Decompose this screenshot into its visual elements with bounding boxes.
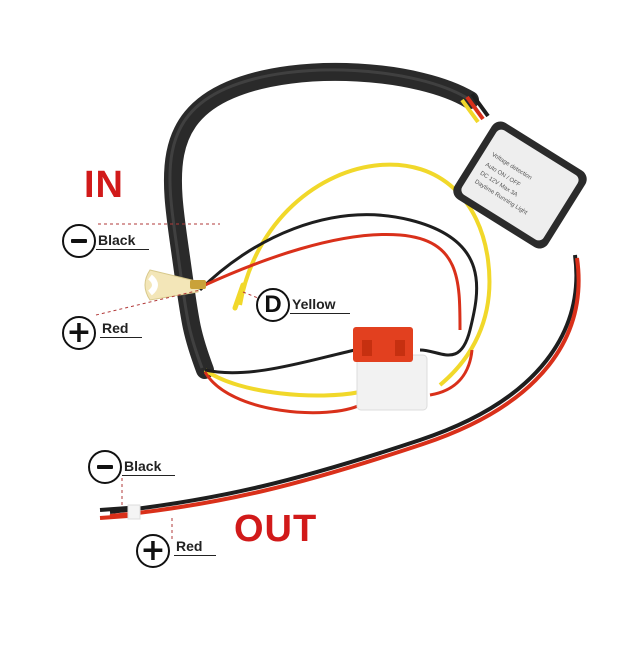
plus-icon: +	[136, 534, 170, 568]
in-red-label: Red	[100, 320, 143, 338]
out-title: OUT	[234, 508, 318, 550]
out-black-label: Black	[122, 458, 176, 476]
out-red-label: Red	[174, 538, 217, 556]
cable-sheath	[163, 62, 479, 379]
red-wire	[204, 232, 462, 331]
fuse-holder	[353, 327, 428, 411]
d-signal-icon: D	[256, 288, 290, 322]
minus-icon	[88, 450, 122, 484]
black-wire	[198, 213, 479, 357]
minus-icon	[62, 224, 96, 258]
in-title: IN	[84, 164, 124, 206]
yellow-wire	[238, 162, 492, 387]
leader-lines	[95, 223, 259, 542]
control-module: Voltage detection Auto ON / OFF DC 12V M…	[453, 121, 587, 249]
out-cable	[99, 254, 581, 520]
in-black-label: Black	[96, 232, 150, 250]
plus-icon: +	[62, 316, 96, 350]
yellow-label: Yellow	[290, 296, 350, 314]
fork-terminal	[144, 269, 206, 301]
